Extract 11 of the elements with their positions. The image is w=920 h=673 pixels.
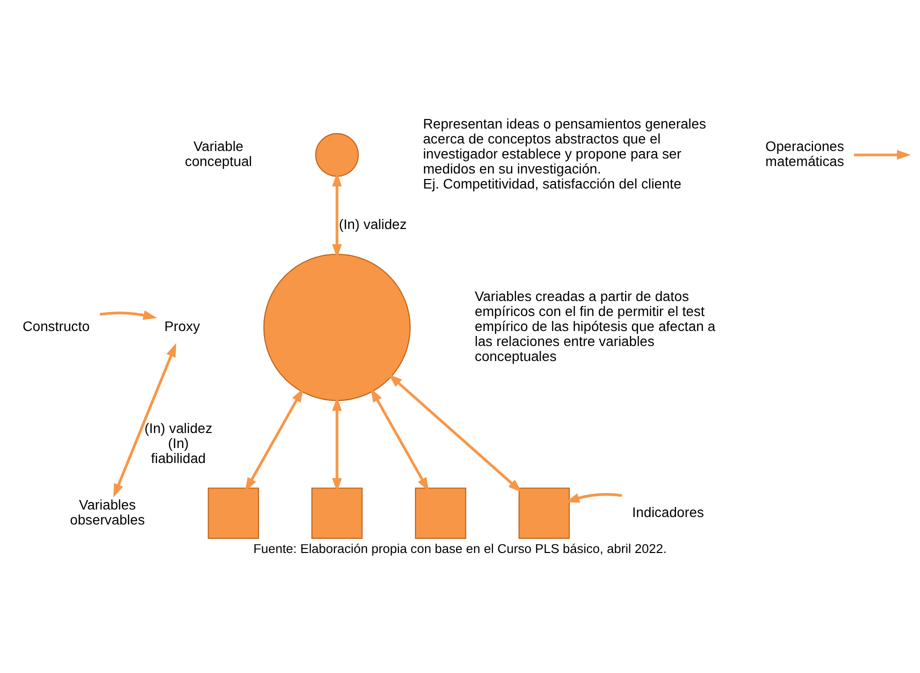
node-text: Constructo xyxy=(22,318,90,334)
node-text: Variables observables xyxy=(70,496,145,527)
node-text: Proxy xyxy=(164,318,200,334)
caption: Fuente: Elaboración propia con base en el Curso PLS básico, abril 2022. xyxy=(253,540,667,556)
node-text: Operaciones matemáticas xyxy=(765,138,844,169)
node-text: Representan ideas o pensamientos generales acerca de conceptos abstractos que el investigador establece y propone para ser medidos en su investigación. Ej. Competitividad, satisfacción del cliente xyxy=(422,115,706,191)
node-text: Indicadores xyxy=(632,503,704,520)
node-text: Variable conceptual xyxy=(184,138,252,169)
edge-label: (In) validez xyxy=(338,216,407,232)
edge-label: (In) validez (In) fiabilidad xyxy=(144,420,212,466)
node-text: Variables creadas a partir de datos empíricos con el fin de permitir el test empírico de las hipótesis que afectan a las relaciones entre variables conceptuales xyxy=(474,288,716,364)
